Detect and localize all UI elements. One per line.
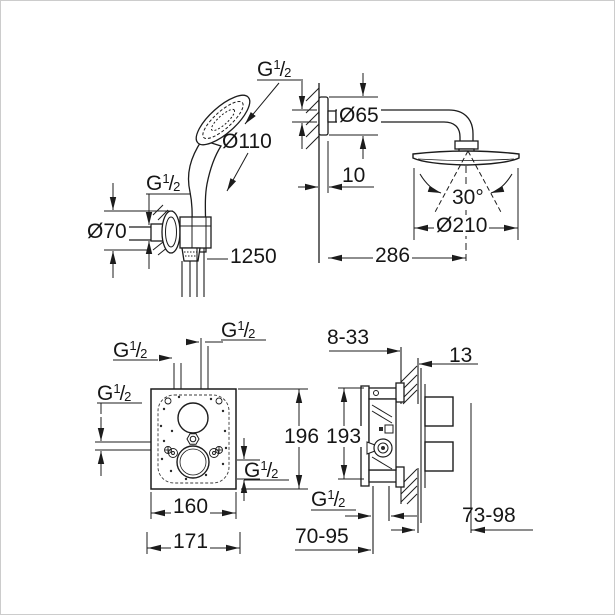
dim-supply-thread: G1/2 [311,487,346,511]
dim-mixer-housing-width: 160 [171,495,211,518]
dim-mixer-port-bottom-right-thread: G1/2 [244,458,279,482]
dim-trim-distance: 13 [449,344,473,367]
dim-head-diameter: Ø210 [434,214,490,237]
dim-mixer-port-top-left-thread: G1/2 [113,338,148,362]
dim-hand-shower-head-diameter: Ø110 [222,130,272,153]
dim-hose-length: 1250 [230,245,277,268]
dim-arm-wall-distance: 10 [342,164,366,187]
dim-swivel-angle: 30° [450,186,486,209]
hand-shower-drawing [104,79,303,297]
mixer-front-view-drawing [95,338,308,554]
mixer-side-view-drawing [295,347,533,554]
dim-mounting-depth-range: 8-33 [327,326,370,349]
dim-mixer-port-left-thread: G1/2 [97,381,132,405]
dim-mixer-port-top-right-thread: G1/2 [221,318,256,342]
dim-mixer-side-height: 193 [324,425,364,448]
dim-holder-flange-diameter: Ø70 [85,220,129,243]
dim-hand-shower-thread: G1/2 [257,57,292,81]
dim-arm-projection: 286 [373,244,413,267]
dim-mixer-plate-width: 171 [171,530,211,553]
dim-arm-flange-diameter: Ø65 [337,104,381,127]
dim-holder-thread: G1/2 [146,171,181,195]
dim-depth-range-supply: 70-95 [295,525,349,548]
dim-mixer-height: 196 [282,425,322,448]
dim-depth-range-handle: 73-98 [462,504,516,527]
